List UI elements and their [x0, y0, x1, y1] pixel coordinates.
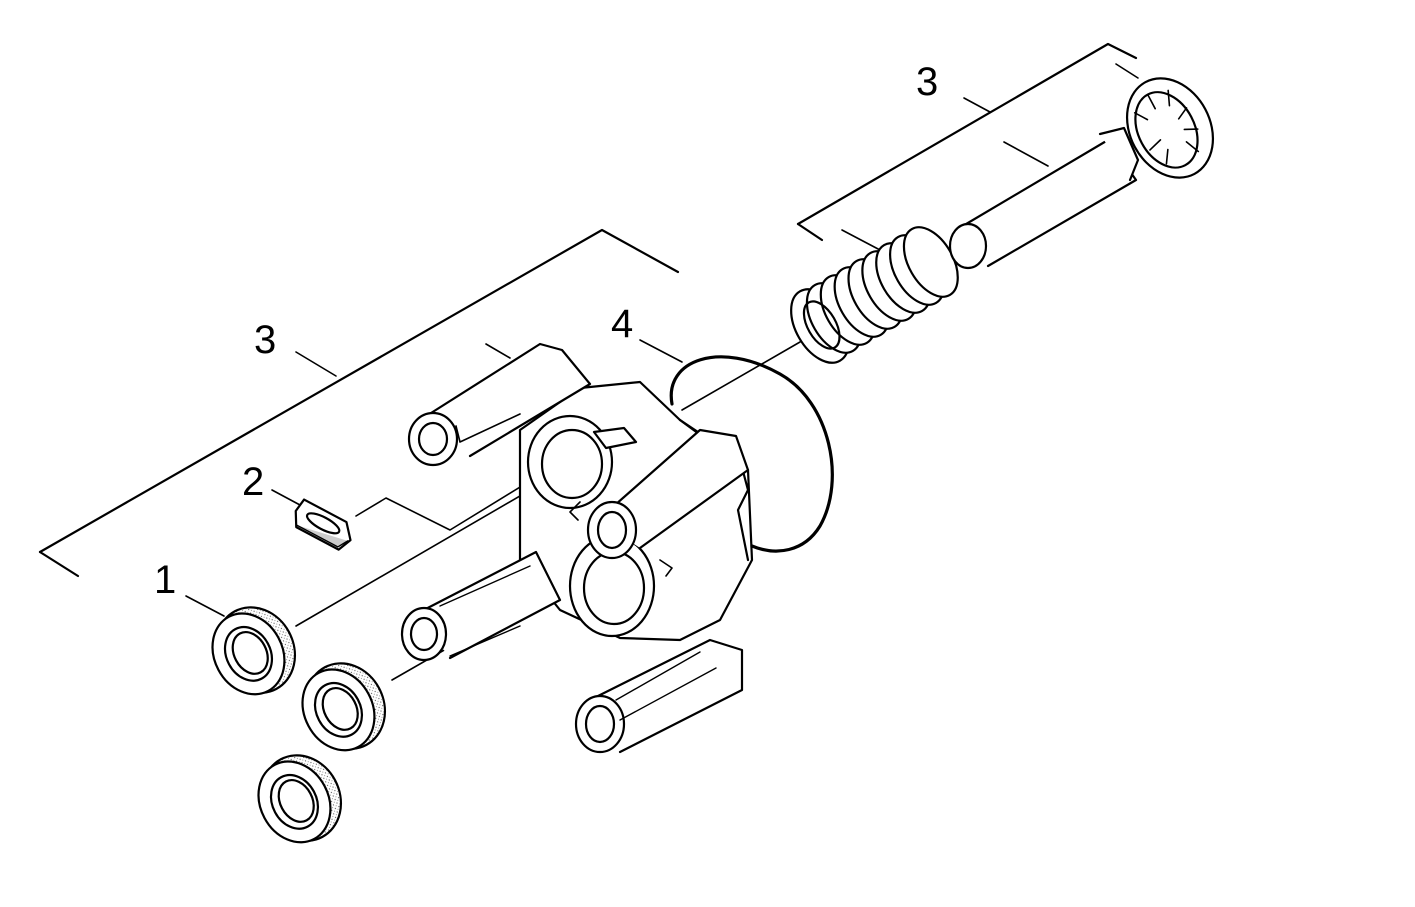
left-group-bracket: [38, 228, 680, 578]
callout-1: 1: [154, 558, 177, 602]
callout-4: 4: [611, 302, 634, 346]
leader-lines-right: [841, 63, 1139, 251]
o-ring: [669, 355, 834, 553]
piston-pin: [948, 126, 1140, 270]
spring-retainer: [1125, 77, 1215, 179]
seal-ring-3: [257, 754, 343, 844]
callout-3-left: 3: [254, 318, 277, 362]
valve-housing: [400, 342, 754, 754]
right-group-bracket: [796, 42, 1138, 242]
callout-2: 2: [242, 460, 265, 504]
small-seal: [294, 498, 352, 551]
seal-ring-2: [301, 662, 387, 752]
seal-ring-1: [211, 606, 297, 696]
callout-3-right: 3: [916, 60, 939, 104]
coil-spring: [790, 226, 959, 364]
